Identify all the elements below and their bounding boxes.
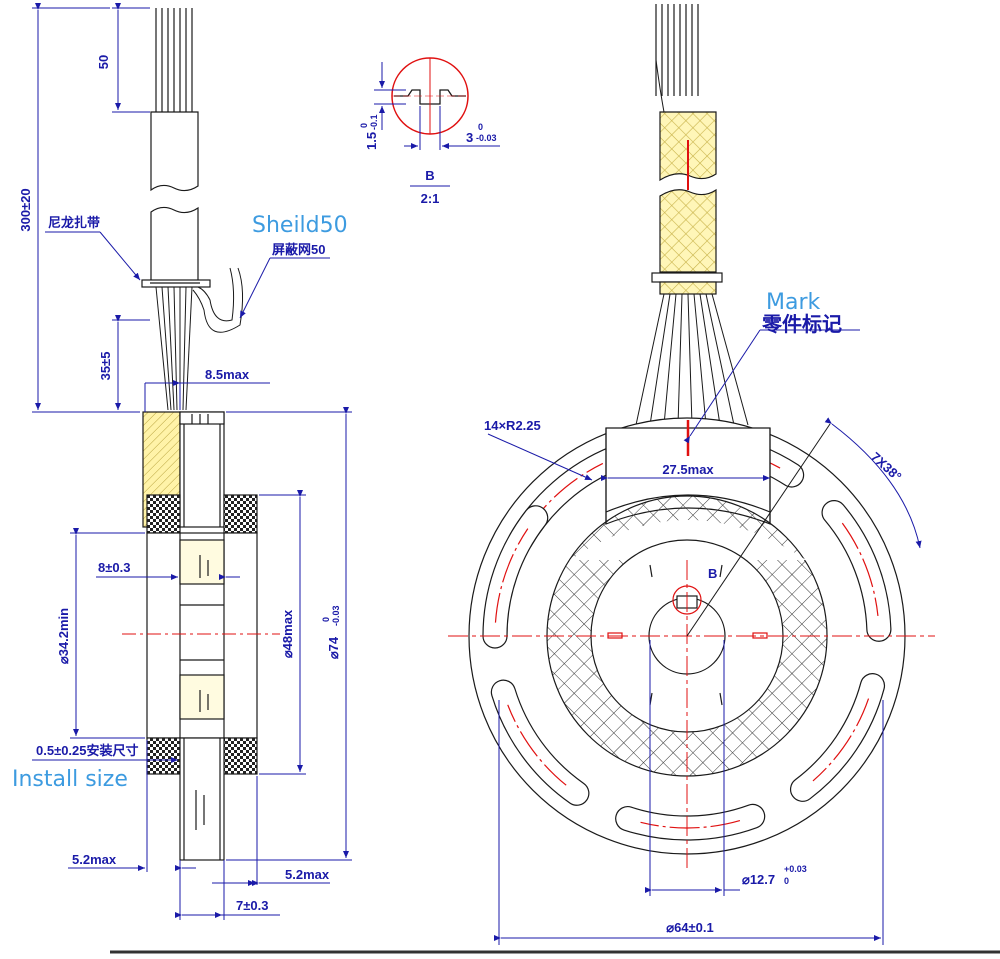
dim-12-7-tol-upper: +0.03: [784, 864, 807, 874]
cable-sheath: [150, 111, 199, 192]
shield-label-en: Sheild50: [252, 213, 348, 238]
bearing-block-left-bottom: [146, 737, 181, 775]
side-view-dimensions: [32, 3, 352, 920]
bearing-block-right-top: [223, 494, 258, 534]
wire-bundle-lower: [155, 286, 193, 411]
front-view: [448, 4, 935, 870]
dim-12-7-tol-lower: 0: [784, 876, 789, 886]
flange-slot-centerline: [494, 528, 529, 623]
dim-74-tol-lower: -0.03: [331, 605, 341, 626]
dim-34-2-label: ⌀34.2min: [56, 608, 71, 664]
mark-label-cn: 零件标记: [761, 312, 842, 336]
flange-slot: [615, 803, 766, 841]
front-shield-braid-lower: [659, 188, 717, 273]
rotor-shaft-lower: [179, 737, 225, 861]
side-view: [122, 8, 280, 861]
dim-27-5-label: 27.5max: [662, 462, 714, 477]
wire-bundle-top: [155, 8, 193, 112]
flange-slot-centerline: [507, 704, 567, 786]
dim-8-label: 8±0.3: [98, 560, 130, 575]
detail-b-scale: 2:1: [421, 191, 440, 206]
detail-dim-3-upper: 0: [478, 122, 483, 132]
dim-5-2-right-label: 5.2max: [285, 867, 330, 882]
dim-50-label: 50: [96, 55, 111, 69]
detail-dim-1-5-upper: 0: [359, 123, 369, 128]
dim-64-label: ⌀64±0.1: [666, 920, 714, 935]
detail-dim-1-5: 1.5: [364, 132, 379, 150]
angle-reference-line: [686, 423, 831, 637]
dim-8-5max-label: 8.5max: [205, 367, 250, 382]
dim-7-label: 7±0.3: [236, 898, 268, 913]
dim-35-label: 35±5: [98, 352, 113, 381]
dim-300-label: 300±20: [18, 188, 33, 231]
bearing-block-left-top: [146, 494, 181, 534]
detail-dim-1-5-lower: -0.1: [369, 114, 379, 130]
flange-slot: [482, 505, 549, 649]
flange-slot: [789, 673, 886, 802]
dim-7x38-label: 7X38°: [868, 449, 904, 484]
nylon-tie-label: 尼龙扎带: [48, 215, 100, 230]
cable-sheath-lower: [150, 206, 199, 283]
detail-dim-3-lower: -0.03: [476, 133, 497, 143]
flange-slot-centerline: [812, 698, 870, 782]
mark-label-en: Mark: [766, 290, 821, 315]
dim-install-label: 0.5±0.25安装尺寸: [36, 743, 139, 758]
shield-loop: [197, 267, 235, 322]
dim-48-label: ⌀48max: [280, 609, 295, 658]
front-b-label: B: [708, 566, 717, 581]
detail-b: 1.5 0 -0.1 3 0 -0.03 B 2:1: [359, 57, 500, 206]
dim-5-2-left-label: 5.2max: [72, 852, 117, 867]
dim-74-label: ⌀74: [326, 636, 341, 659]
dim-74-tol-upper: 0: [321, 617, 331, 622]
install-size-label: Install size: [12, 767, 128, 792]
front-view-dimensions: [487, 329, 922, 945]
front-wire-bundle-top: [655, 4, 699, 96]
flange-slots: [482, 431, 892, 841]
bearing-block-right-bottom: [223, 737, 258, 775]
front-nylon-tie: [651, 272, 723, 283]
detail-dim-3: 3: [466, 130, 473, 145]
side-view-labels: 50 300±20 尼龙扎带 Sheild50 屏蔽网50 35±5 8.5ma…: [12, 55, 348, 913]
shield-label-cn: 屏蔽网50: [272, 242, 325, 257]
dim-12-7-label: ⌀12.7: [742, 872, 775, 887]
dim-14xr-label: 14×R2.25: [484, 418, 541, 433]
detail-b-label: B: [425, 168, 434, 183]
flange-slot: [490, 679, 590, 806]
front-wire-fan: [635, 293, 749, 426]
